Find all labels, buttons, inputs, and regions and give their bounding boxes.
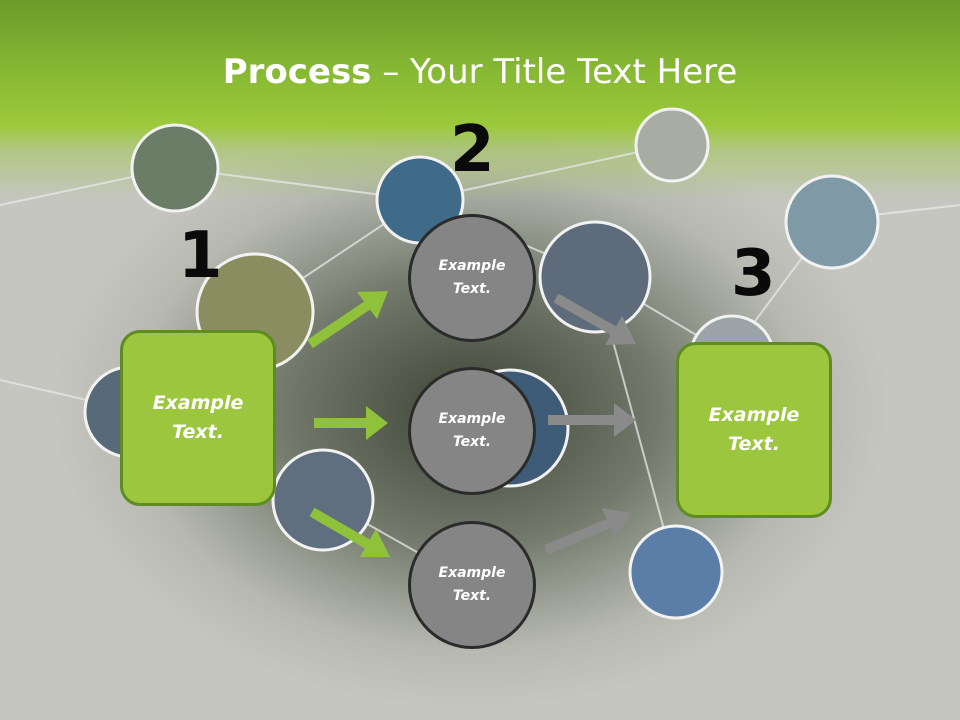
middle-circle-bottom-label: Example Text. (438, 565, 506, 604)
gray-arrows (544, 293, 636, 555)
step-1-label: Example Text. (152, 392, 244, 443)
middle-circle-center-label: Example Text. (438, 411, 506, 450)
title-rest: – Your Title Text Here (371, 52, 738, 92)
middle-circle-center[interactable]: Example Text. (408, 367, 536, 495)
photo-bubble (634, 107, 710, 183)
step-3-box[interactable]: Example Text. (676, 342, 832, 518)
middle-circle-top-label: Example Text. (438, 258, 506, 297)
title-bold: Process (222, 52, 372, 92)
photo-bubble (271, 448, 375, 552)
slide-title: Process – Your Title Text Here (0, 52, 960, 92)
green-arrows (307, 291, 390, 557)
photo-bubble (784, 174, 880, 270)
step-1-box[interactable]: Example Text. (120, 330, 276, 506)
photo-bubble (130, 123, 220, 213)
step-3-label: Example Text. (708, 404, 800, 455)
step-number-3: 3 (731, 237, 776, 311)
photo-bubble (628, 524, 724, 620)
step-number-1: 1 (178, 219, 223, 293)
step-number-2: 2 (450, 113, 495, 187)
middle-circle-bottom[interactable]: Example Text. (408, 521, 536, 649)
middle-circle-top[interactable]: Example Text. (408, 214, 536, 342)
